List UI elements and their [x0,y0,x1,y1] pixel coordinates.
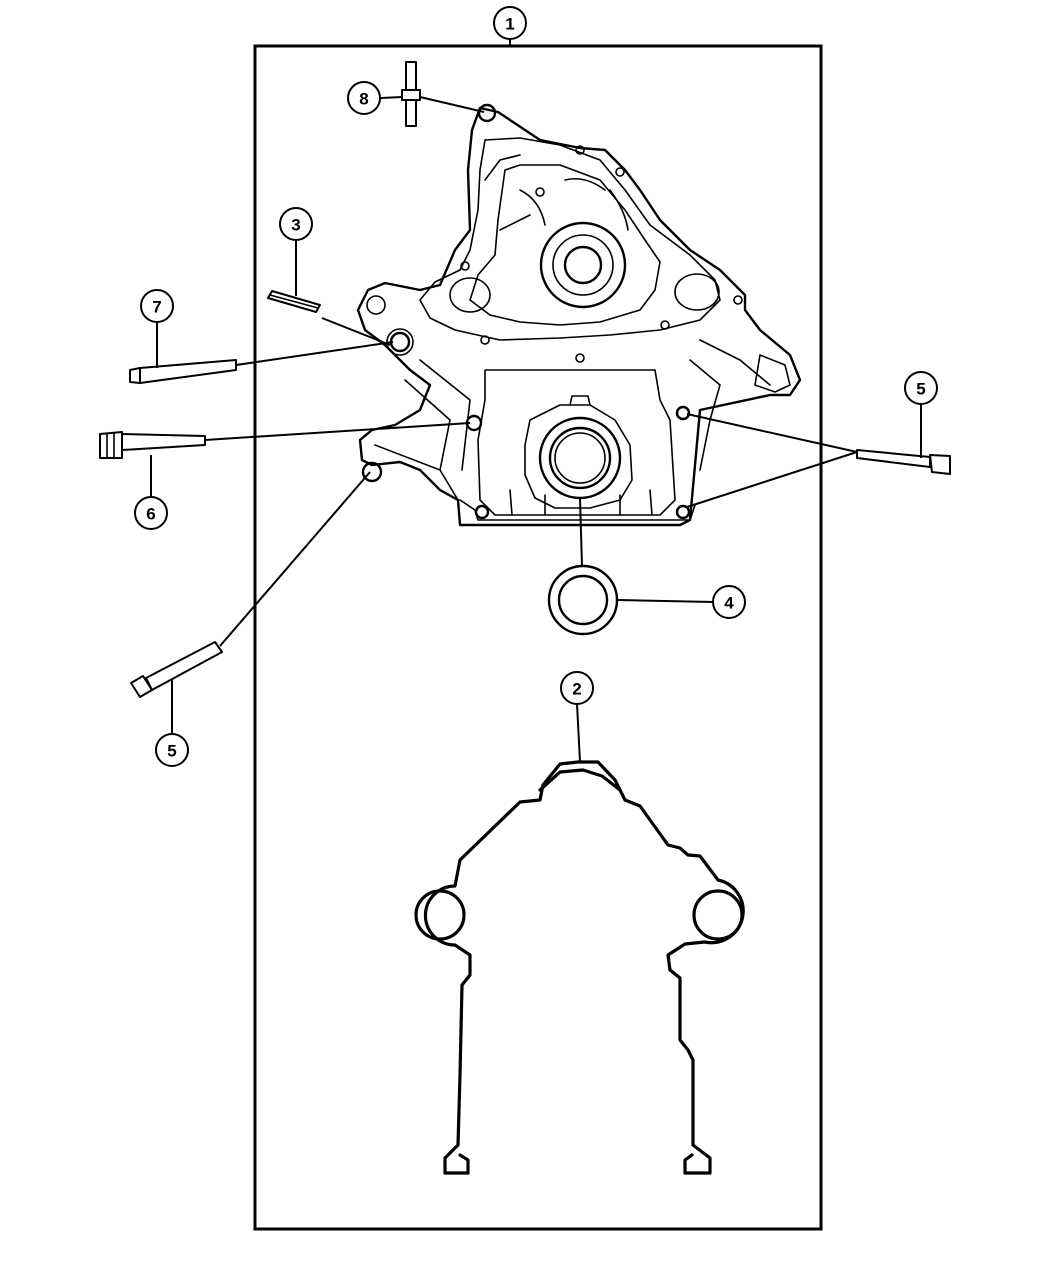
bolt-boss-right [675,405,691,421]
bolt-7 [129,359,237,384]
callout-5-right-label: 5 [916,380,925,399]
callout-7-label: 7 [152,298,161,317]
water-pump-hub-mid [552,234,614,296]
lower-fin-1 [509,489,513,516]
leader-2 [576,703,581,763]
right-sensor-boss [754,354,791,393]
callout-3: 3 [279,207,313,241]
leader-5-right-b [686,451,858,508]
pump-bolt-hole-1 [535,187,545,197]
callout-5-right: 5 [904,371,938,405]
lower-cover-flange [459,499,696,521]
bolt-boss-lower-mid [474,504,490,520]
bolt-boss-top [477,103,497,123]
callout-5-left-label: 5 [167,742,176,761]
leader-8 [379,96,403,99]
crank-seal-bore-lip [554,432,606,484]
lower-cover-panel [477,369,676,516]
gasket-left-ring [414,889,466,941]
leader-4 [616,599,714,603]
lower-fin-4 [649,489,653,516]
callout-2: 2 [560,671,594,705]
dowel-pin [267,290,321,313]
leader-4-to-bore [579,497,583,567]
pump-bolt-hole-2 [575,145,585,155]
callout-4: 4 [712,585,746,619]
water-pump-boundary [419,137,721,341]
right-water-port [674,273,720,311]
timing-cover-upper-outline [356,106,802,527]
gasket-right-ring [692,889,744,941]
pump-face-rib-1 [519,189,546,226]
pump-bolt-hole-4 [460,261,470,271]
water-pump-hub-outer [539,221,627,309]
left-web-2 [404,379,451,471]
leader-6-to-boss [204,422,471,441]
bolt-5-right [856,449,951,475]
callout-3-label: 3 [291,216,300,235]
bolt-5-left [130,641,223,698]
crank-seal-bore-outer [538,416,622,500]
right-web-1 [699,339,771,386]
bolt-boss-lower-right [675,504,691,520]
crank-seal-bore-inner [548,426,612,490]
pump-face-rib-2 [609,189,629,231]
assembly-frame [253,44,823,1231]
water-pump-inner-ring [469,164,661,326]
timing-cover-gasket [423,760,745,1175]
bolt-boss-upper-left-alt [366,295,386,315]
bolt-boss-lower-left [361,461,383,483]
right-web-2 [689,359,721,471]
callout-8: 8 [347,81,381,115]
gasket-top-notch [538,768,622,792]
callout-7: 7 [140,289,174,323]
pump-bolt-hole-6 [480,335,490,345]
left-water-port [449,277,491,313]
gasket-left-foot [458,1153,470,1175]
pump-face-rib-5 [564,177,606,191]
stud [401,61,421,127]
leader-3-to-boss [321,317,391,346]
leader-5-left-to-boss [219,471,371,647]
timing-mark-boss [569,395,591,406]
bolt-6 [99,431,206,459]
left-web-1 [419,359,471,471]
callout-4-label: 4 [724,594,734,613]
left-web-3 [374,444,459,501]
callout-1: 1 [493,6,527,40]
leader-7-to-boss [235,341,394,366]
pump-bolt-hole-3 [615,167,625,177]
callout-8-label: 8 [359,90,368,109]
crankshaft-seal-inner [557,574,609,626]
pump-bolt-hole-5 [733,295,743,305]
pump-bolt-hole-8 [660,320,670,330]
pump-face-rib-3 [499,214,531,231]
pump-face-rib-4 [484,154,521,181]
bolt-boss-upper-left [389,331,411,353]
callout-2-label: 2 [572,680,581,699]
callout-6-label: 6 [146,505,155,524]
callout-6: 6 [134,496,168,530]
leader-8-to-boss [419,96,485,113]
pump-bolt-hole-7 [575,353,585,363]
callout-1-label: 1 [505,15,514,34]
leader-5-right-a [686,413,858,453]
water-pump-shaft-hole [563,245,603,285]
callout-5-left: 5 [155,733,189,767]
timing-cover [356,103,802,527]
